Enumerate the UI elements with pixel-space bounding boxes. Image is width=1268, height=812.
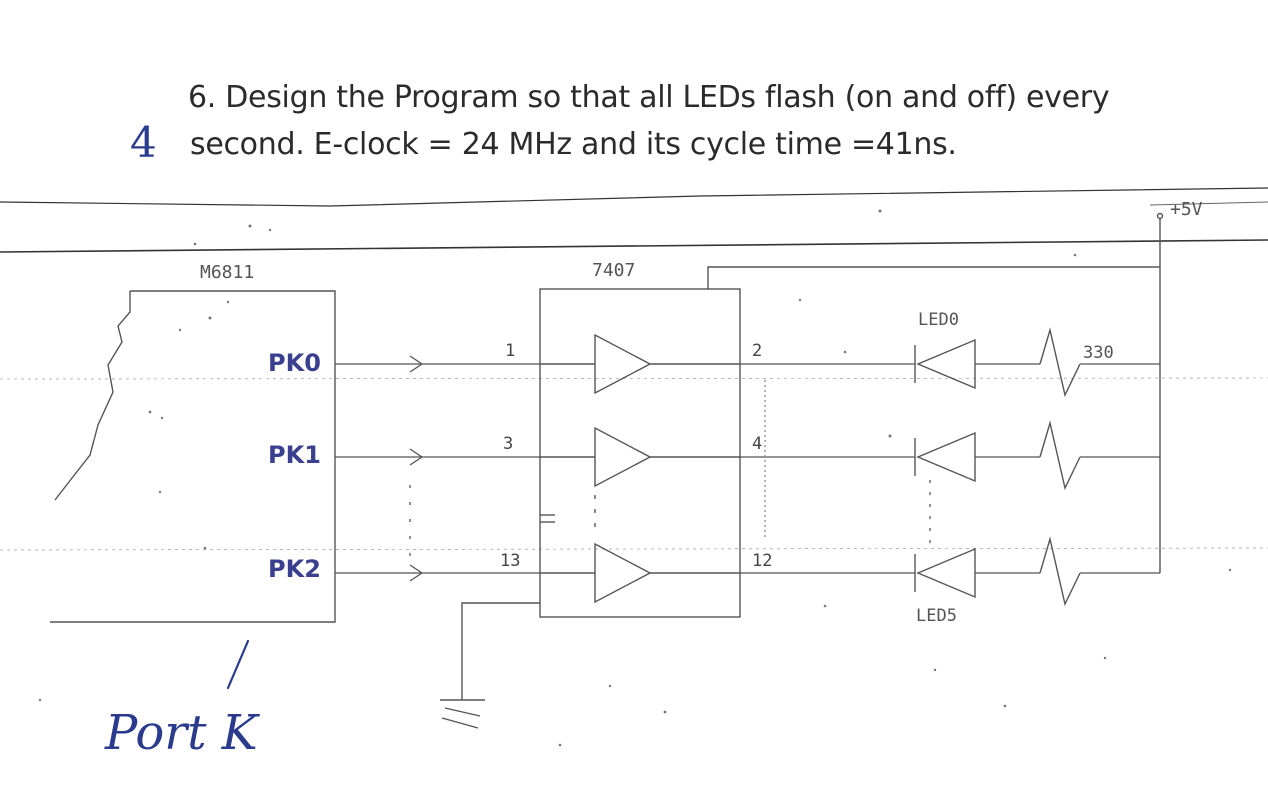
buffer-chip: [539, 288, 741, 618]
buffer-chip-label: 7407: [592, 260, 635, 281]
input-wires: [335, 355, 540, 582]
pin-number-in-2: 13: [500, 551, 520, 571]
resistor-0: [1039, 327, 1081, 398]
supply-label: +5V: [1170, 199, 1203, 220]
scan-noise: [38, 209, 1232, 747]
port-pin-pk0: PK0: [268, 349, 321, 377]
buffer-gate-2: [594, 542, 652, 604]
led-bottom-label: LED5: [916, 606, 957, 626]
supply-rail: [707, 212, 1164, 573]
led-1: [914, 431, 976, 483]
page-rules: [0, 187, 1268, 551]
pin-number-in-0: 1: [505, 341, 515, 361]
resistor-5: [1039, 536, 1081, 607]
led-top-label: LED0: [918, 310, 959, 330]
ground-symbol: [440, 602, 540, 729]
led-5: [914, 547, 976, 599]
pin-number-out-1: 4: [752, 434, 762, 454]
pin-number-out-0: 2: [752, 341, 762, 361]
question-line-1: 6. Design the Program so that all LEDs f…: [188, 80, 1110, 115]
question-line-2: second. E-clock = 24 MHz and its cycle t…: [190, 127, 957, 162]
handwritten-pointer: [226, 639, 250, 690]
pin-number-out-2: 12: [752, 551, 772, 571]
handwritten-port-label: Port K: [105, 705, 258, 761]
output-wires: [740, 363, 1160, 574]
port-pin-pk2: PK2: [268, 555, 321, 583]
resistor-1: [1039, 420, 1081, 491]
resistor-label: 330: [1083, 343, 1114, 363]
buffer-gate-1: [594, 426, 652, 488]
buffer-gate-0: [594, 333, 652, 395]
mcu-label: M6811: [200, 262, 254, 283]
pin-number-in-1: 3: [503, 434, 513, 454]
led-0: [914, 338, 976, 390]
handwritten-period-value: 4: [130, 118, 157, 167]
port-pin-pk1: PK1: [268, 441, 321, 469]
